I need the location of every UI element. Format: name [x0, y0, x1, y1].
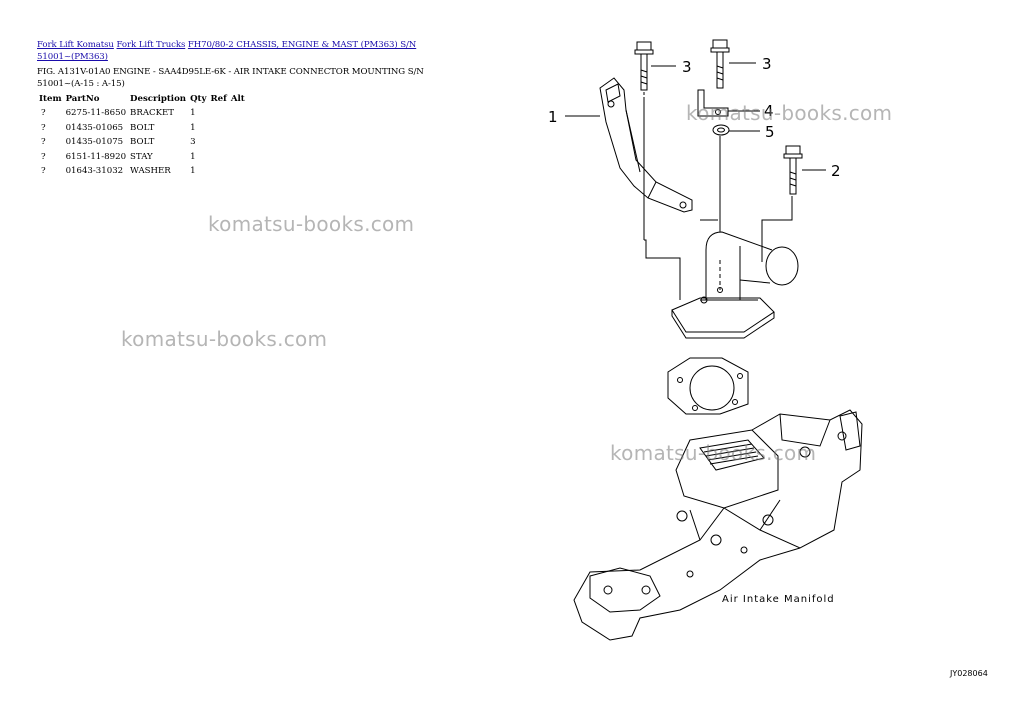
intake-connector [671, 231, 799, 339]
cell-partno: 6151-11-8920 [65, 151, 127, 162]
cell-alt [229, 150, 247, 165]
table-header-row: Item PartNo Description Qty Ref Alt [37, 91, 247, 106]
cell-qty: 1 [190, 151, 196, 162]
cell-qty: 3 [190, 137, 196, 148]
watermark: komatsu-books.com [208, 212, 415, 236]
cell-ref [209, 150, 229, 165]
cell-ref [209, 135, 229, 150]
cell-qty: 1 [190, 108, 196, 119]
parts-table: Item PartNo Description Qty Ref Alt ? 62… [37, 91, 247, 179]
breadcrumb: Fork Lift Komatsu Fork Lift Trucks FH70/… [37, 39, 437, 63]
cell-item: ? [41, 108, 46, 119]
callout-5: 5 [765, 123, 775, 141]
stay-4 [697, 89, 729, 117]
bolt-3-left [634, 41, 654, 100]
cell-alt [229, 164, 247, 179]
cell-partno: 01643-31032 [65, 166, 124, 177]
bolt-2 [783, 145, 803, 195]
cell-ref [209, 106, 229, 121]
table-row: ? 01435-01065 BOLT 1 [37, 121, 247, 136]
cell-description: BOLT [130, 122, 155, 133]
breadcrumb-link-fork-lift-trucks[interactable]: Fork Lift Trucks [116, 40, 186, 50]
callout-1: 1 [548, 108, 558, 126]
cell-ref [209, 164, 229, 179]
callout-4: 4 [764, 102, 774, 120]
drawing-code: JY028064 [949, 669, 988, 678]
cell-partno: 01435-01075 [65, 137, 124, 148]
cell-description: BOLT [130, 137, 155, 148]
col-header-partno: PartNo [65, 93, 100, 104]
col-header-description: Description [130, 93, 187, 104]
callout-2: 2 [831, 162, 841, 180]
cell-alt [229, 121, 247, 136]
cell-description: STAY [130, 151, 153, 162]
table-row: ? 6275-11-8650 BRACKET 1 [37, 106, 247, 121]
cell-description: WASHER [130, 166, 171, 177]
assembly-guide-lines [643, 100, 793, 300]
col-header-qty: Qty [190, 93, 207, 104]
washer-5 [712, 124, 730, 136]
air-intake-manifold [573, 409, 863, 641]
bolt-3-right [710, 39, 730, 89]
watermark: komatsu-books.com [686, 101, 893, 125]
gasket [667, 357, 749, 415]
watermark: komatsu-books.com [121, 327, 328, 351]
cell-item: ? [41, 122, 46, 133]
breadcrumb-link-model[interactable]: FH70/80-2 CHASSIS, ENGINE & MAST (PM363)… [37, 40, 417, 62]
cell-qty: 1 [190, 166, 196, 177]
cell-description: BRACKET [130, 108, 175, 119]
table-row: ? 01643-31032 WASHER 1 [37, 164, 247, 179]
exploded-parts-diagram: 3 3 4 5 1 2 [548, 39, 988, 678]
table-row: ? 6151-11-8920 STAY 1 [37, 150, 247, 165]
watermark: komatsu-books.com [610, 441, 817, 465]
cell-qty: 1 [190, 122, 196, 133]
cell-alt [229, 106, 247, 121]
table-row: ? 01435-01075 BOLT 3 [37, 135, 247, 150]
col-header-item: Item [39, 93, 62, 104]
cell-ref [209, 121, 229, 136]
col-header-alt: Alt [230, 93, 245, 104]
bracket-1 [599, 77, 693, 213]
manifold-label: Air Intake Manifold [722, 594, 835, 605]
cell-partno: 01435-01065 [65, 122, 124, 133]
cell-item: ? [41, 137, 46, 148]
cell-item: ? [41, 151, 46, 162]
cell-item: ? [41, 166, 46, 177]
callout-3b: 3 [762, 55, 772, 73]
breadcrumb-link-fork-lift-komatsu[interactable]: Fork Lift Komatsu [37, 40, 114, 50]
callout-3a: 3 [682, 58, 692, 76]
cell-alt [229, 135, 247, 150]
figure-title: FIG. A131V-01A0 ENGINE - SAA4D95LE-6K - … [37, 67, 424, 89]
cell-partno: 6275-11-8650 [65, 108, 127, 119]
col-header-ref: Ref [210, 93, 227, 104]
